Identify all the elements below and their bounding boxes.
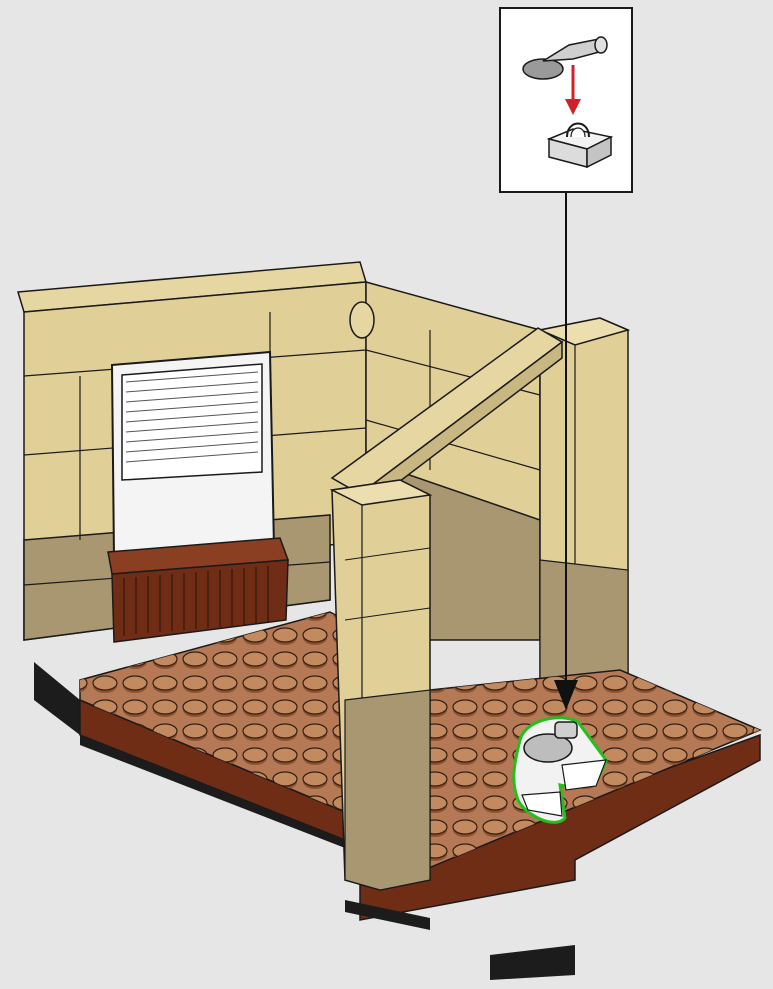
bench bbox=[108, 538, 288, 642]
parts-callout bbox=[499, 7, 633, 193]
window-with-blinds bbox=[112, 352, 274, 558]
front-pillar bbox=[332, 480, 430, 890]
left-base-plate bbox=[34, 612, 345, 848]
right-pillar bbox=[540, 318, 628, 705]
lamp-to-clip-plate-icon bbox=[501, 9, 631, 191]
